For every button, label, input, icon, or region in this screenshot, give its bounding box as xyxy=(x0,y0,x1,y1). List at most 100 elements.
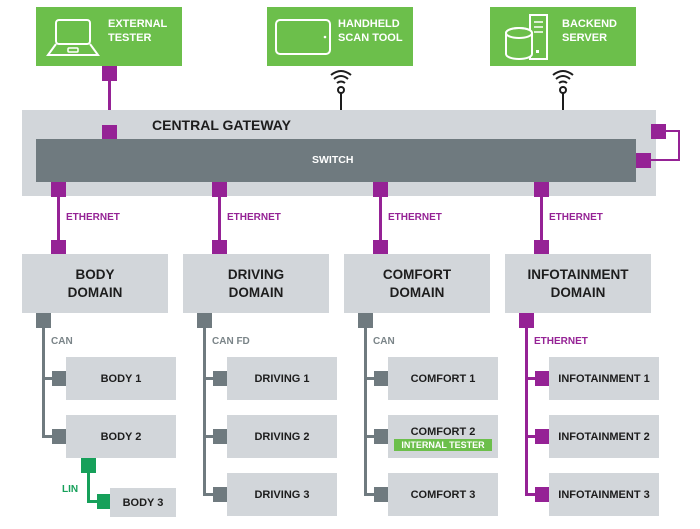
ecu-label: COMFORT 1 xyxy=(410,372,476,385)
domain-box: COMFORT DOMAIN xyxy=(344,254,490,313)
ecu-port xyxy=(374,429,389,444)
external-tester-label-2: TESTER xyxy=(108,32,152,44)
ecu-port xyxy=(213,487,228,502)
ecu-box: BODY 2 xyxy=(66,415,176,458)
domain-port xyxy=(212,240,227,255)
loopback-line-h1 xyxy=(665,130,679,132)
ecu-box: BODY 3 xyxy=(110,488,176,517)
lin-label: LIN xyxy=(62,484,79,495)
bus-port xyxy=(36,313,51,328)
ecu-label: INFOTAINMENT 3 xyxy=(558,488,650,501)
ethernet-label: ETHERNET xyxy=(227,212,281,223)
switch-bar xyxy=(36,139,286,182)
gateway-domain-ethernet-line xyxy=(218,196,221,240)
ecu-branch-line xyxy=(364,435,374,438)
bus-label: ETHERNET xyxy=(534,336,588,347)
lin-port xyxy=(81,458,96,473)
loopback-port-2 xyxy=(636,153,651,168)
ecu-label: DRIVING 1 xyxy=(254,372,310,385)
loopback-port-1 xyxy=(651,124,666,139)
domain-port xyxy=(373,240,388,255)
ecu-box: INFOTAINMENT 3 xyxy=(549,473,659,516)
domain-port xyxy=(534,240,549,255)
bus-port xyxy=(519,313,534,328)
domain-label-2: DOMAIN xyxy=(389,284,445,300)
domain-label-2: DOMAIN xyxy=(550,284,606,300)
bus-label: CAN xyxy=(373,336,395,347)
backend-server-box: BACKEND SERVER xyxy=(490,7,636,66)
ecu-box: DRIVING 1 xyxy=(227,357,337,400)
handheld-label-1: HANDHELD xyxy=(338,18,400,30)
gateway-domain-ethernet-line xyxy=(57,196,60,240)
ecu-port xyxy=(213,429,228,444)
ecu-port xyxy=(535,371,550,386)
ethernet-label: ETHERNET xyxy=(549,212,603,223)
ecu-port xyxy=(535,429,550,444)
ecu-box: INFOTAINMENT 1 xyxy=(549,357,659,400)
gateway-domain-port xyxy=(51,182,66,197)
ecu-label: COMFORT 3 xyxy=(410,488,476,501)
ecu-box: BODY 1 xyxy=(66,357,176,400)
ecu-branch-line xyxy=(525,377,535,380)
bus-line xyxy=(203,327,206,494)
gateway-domain-port xyxy=(534,182,549,197)
backend-label-2: SERVER xyxy=(562,32,608,44)
ecu-label: INFOTAINMENT 2 xyxy=(558,430,650,443)
ecu-branch-line xyxy=(42,377,52,380)
external-tester-box: EXTERNAL TESTER xyxy=(36,7,182,66)
domain-label-1: BODY xyxy=(75,266,115,282)
domain-label-1: COMFORT xyxy=(382,266,452,282)
gateway-domain-ethernet-line xyxy=(379,196,382,240)
internal-tester-tag: INTERNAL TESTER xyxy=(394,439,492,451)
ecu-branch-line xyxy=(525,435,535,438)
external-tester-ethernet-line xyxy=(108,80,111,125)
lin-ecu-port xyxy=(97,494,112,509)
domain-label-2: DOMAIN xyxy=(228,284,284,300)
lin-line-h xyxy=(87,500,99,503)
server-database-icon xyxy=(505,14,548,60)
ecu-port xyxy=(535,487,550,502)
bus-port xyxy=(197,313,212,328)
domain-box: INFOTAINMENT DOMAIN xyxy=(505,254,651,313)
ecu-port xyxy=(374,487,389,502)
bus-label: CAN FD xyxy=(212,336,250,347)
ecu-branch-line xyxy=(364,377,374,380)
gateway-domain-port xyxy=(373,182,388,197)
domain-label-1: INFOTAINMENT xyxy=(527,266,629,282)
gateway-domain-ethernet-line xyxy=(540,196,543,240)
domain-port xyxy=(51,240,66,255)
ecu-port xyxy=(52,429,67,444)
ecu-box: COMFORT 3 xyxy=(388,473,498,516)
loopback-line-h2 xyxy=(650,159,680,161)
ecu-box: INFOTAINMENT 2 xyxy=(549,415,659,458)
gateway-domain-port xyxy=(212,182,227,197)
loopback-line-v xyxy=(678,130,680,161)
external-tester-label-1: EXTERNAL xyxy=(108,18,168,30)
ecu-box: DRIVING 3 xyxy=(227,473,337,516)
ecu-label: INFOTAINMENT 1 xyxy=(558,372,650,385)
ecu-branch-line xyxy=(203,493,213,496)
switch-label: SWITCH xyxy=(312,154,354,166)
ecu-branch-line xyxy=(525,493,535,496)
ecu-port xyxy=(52,371,67,386)
external-tester-port xyxy=(102,66,117,81)
ecu-port xyxy=(213,371,228,386)
laptop-icon xyxy=(46,19,100,56)
ecu-box: COMFORT 1 xyxy=(388,357,498,400)
ecu-branch-line xyxy=(42,435,52,438)
bus-line xyxy=(42,327,45,436)
switch-bar-right xyxy=(286,139,636,182)
ecu-label: DRIVING 2 xyxy=(254,430,310,443)
ecu-label: COMFORT 2 xyxy=(410,425,476,438)
handheld-scan-tool-box: HANDHELD SCAN TOOL xyxy=(267,7,413,66)
bus-port xyxy=(358,313,373,328)
backend-label-1: BACKEND xyxy=(562,18,617,30)
bus-label: CAN xyxy=(51,336,73,347)
gateway-port-top xyxy=(102,125,117,140)
bus-line xyxy=(364,327,367,494)
ecu-label: BODY 2 xyxy=(100,430,142,443)
bus-line xyxy=(525,327,528,494)
